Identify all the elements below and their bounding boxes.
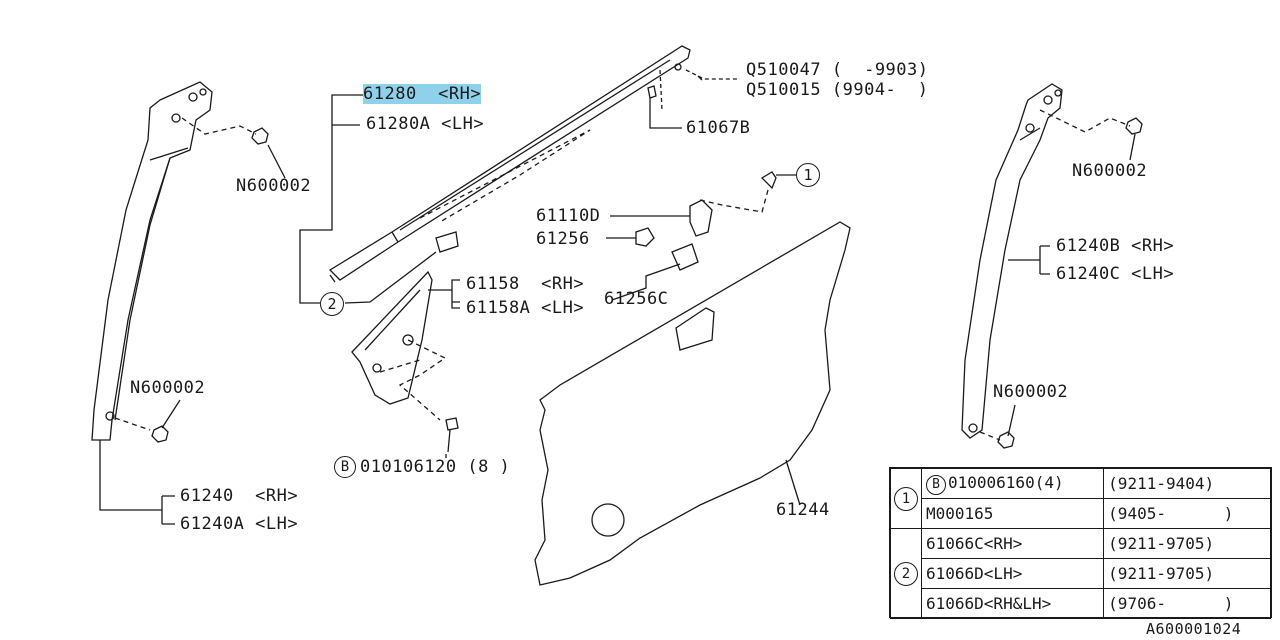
leader-61240 xyxy=(99,440,175,525)
regulator-parts-61110d xyxy=(606,171,796,301)
label-q510015: Q510015 (9904- ) xyxy=(746,80,929,100)
legend-date: (9405- ) xyxy=(1103,498,1271,529)
label-61158a: 61158A <LH> xyxy=(466,298,585,318)
legend-date: (9706- ) xyxy=(1103,588,1271,619)
label-n600002-right-bottom: N600002 xyxy=(993,382,1069,402)
legend-date: (9211-9705) xyxy=(1103,528,1271,559)
callout-circle-b: B xyxy=(334,456,356,478)
label-61256: 61256 xyxy=(536,229,590,249)
legend-row: 61066D<LH> (9211-9705) xyxy=(891,558,1271,589)
label-61158: 61158 <RH> xyxy=(466,274,585,294)
leader-circle-2 xyxy=(344,251,437,304)
label-61240c: 61240C <LH> xyxy=(1056,264,1175,284)
label-bolt-010106120: 010106120 (8 ) xyxy=(360,457,511,477)
label-n600002-left-bottom: N600002 xyxy=(130,378,206,398)
left-nut-bottom xyxy=(114,399,181,443)
callout-circle-2: 2 xyxy=(320,292,344,316)
legend-row: 2 61066C<RH> (9211-9705) xyxy=(890,528,1271,619)
legend-group-1-circle: 1 xyxy=(894,486,918,511)
label-61256c: 61256C xyxy=(604,289,669,309)
label-n600002-right-top: N600002 xyxy=(1072,161,1148,181)
screws-q510047 xyxy=(647,63,740,129)
legend-group-2: 2 xyxy=(890,528,922,619)
leader-61158 xyxy=(428,279,460,309)
left-guide-rail-61240 xyxy=(91,81,213,441)
legend-part: 61066C<RH> xyxy=(920,528,1105,559)
label-61280: 61280 <RH> xyxy=(363,84,482,104)
right-guide-rail-61240b xyxy=(961,83,1143,449)
legend-row: 61066D<RH&LH> (9706- ) xyxy=(891,588,1271,619)
label-61240: 61240 <RH> xyxy=(180,486,299,506)
leader-n600002-left-top xyxy=(267,144,286,179)
label-61280a: 61280A <LH> xyxy=(366,114,485,134)
legend-date: (9211-9404) xyxy=(1103,468,1271,499)
legend-part: 61066D<LH> xyxy=(920,558,1105,589)
partition-61158 xyxy=(351,270,459,453)
label-q510047: Q510047 ( -9903) xyxy=(746,60,929,80)
legend-group-1: 1 xyxy=(890,468,922,529)
label-61110d: 61110D xyxy=(536,206,601,226)
label-61240a: 61240A <LH> xyxy=(180,514,299,534)
glass-run-channel-61280 xyxy=(328,45,691,283)
legend-row: M000165 (9405- ) xyxy=(891,498,1271,529)
label-61244: 61244 xyxy=(776,500,830,520)
leader-61240b xyxy=(1008,245,1050,275)
label-61067b: 61067B xyxy=(686,118,751,138)
legend-part: 61066D<RH&LH> xyxy=(920,588,1105,619)
callout-circle-1: 1 xyxy=(796,163,820,187)
legend-part-text: 010006160(4) xyxy=(948,472,1064,492)
reference-code: A600001024 xyxy=(1146,620,1242,638)
legend-group-2-circle: 2 xyxy=(894,561,918,586)
legend-part: M000165 xyxy=(920,498,1105,529)
legend-date: (9211-9705) xyxy=(1103,558,1271,589)
door-trim-panel-61244 xyxy=(534,221,851,586)
left-nut-top xyxy=(181,117,269,145)
label-61240b: 61240B <RH> xyxy=(1056,236,1175,256)
label-n600002-left-top: N600002 xyxy=(236,176,312,196)
legend-b-circle: B xyxy=(926,474,946,495)
